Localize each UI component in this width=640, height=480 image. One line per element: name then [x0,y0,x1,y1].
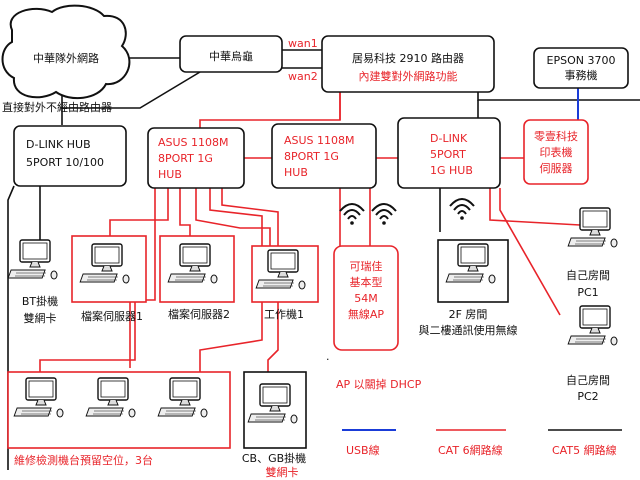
router-note: 內建雙對外網路功能 [359,69,458,83]
wifi-icon [339,203,365,226]
pc-own1-node: 自己房間 PC1 [566,207,618,299]
computer-icon [567,207,618,248]
legend-cat5-label: CAT5 網路線 [552,443,617,457]
line-dlink-pc2 [499,188,561,316]
asus-left-line3: HUB [158,168,182,181]
line-asus-repair2 [39,188,156,372]
ap-line1: 可瑞佳 [350,259,383,273]
pc-own1-line2: PC1 [577,286,598,299]
pc-2f-node: 2F 房間 與二樓通訊使用無線 [419,239,518,337]
dlink-hub-line2: 5PORT 10/100 [26,156,104,169]
asus-left-line1: ASUS 1108M [158,136,229,149]
pc-file2-node: 檔案伺服器2 [159,235,235,321]
epson-line2: 事務機 [565,68,598,82]
asus-center-line1: ASUS 1108M [284,134,355,147]
pc-work-node: 工作機1 [251,245,319,321]
asus-center-hub-node: ASUS 1108M 8PORT 1G HUB [271,123,377,189]
computer-icon [7,239,58,280]
direct-note: 直接對外不經由路由器 [2,100,112,114]
asus-left-line2: 8PORT 1G [158,152,213,165]
pc-bt-node: BT掛機 雙網卡 [7,239,58,325]
cbgb-line2: 雙網卡 [266,465,299,479]
router-node: 居易科技 2910 路由器 內建雙對外網路功能 [321,35,495,93]
wan1-label: wan1 [288,37,318,50]
epson-printer-node: EPSON 3700 事務機 [533,47,629,89]
legend-usb-label: USB線 [346,443,380,457]
dlink-hub-node: D-LINK HUB 5PORT 10/100 [13,125,127,187]
line-asus-file1 [109,188,169,236]
dlink-hub-line1: D-LINK HUB [26,138,91,151]
computer-icon [567,305,618,346]
legend-cat6-label: CAT 6網路線 [438,443,503,457]
ap-note: AP 以關掉 DHCP [336,377,422,391]
dlink5-line2: 5PORT [430,148,466,161]
pc-own2-node: 自己房間 PC2 [566,305,618,403]
pc-own1-line1: 自己房間 [566,269,610,282]
wifi-icon [449,198,475,221]
cbgb-line1: CB、GB掛機 [242,451,306,465]
internet-cloud: 中華隊外網路 [1,4,131,100]
cloud-label: 中華隊外網路 [33,51,99,65]
asus-center-line2: 8PORT 1G [284,150,339,163]
dlink5-line1: D-LINK [430,132,468,145]
pc-own2-line2: PC2 [577,390,598,403]
wan2-label: wan2 [288,70,318,83]
dlink-5port-node: D-LINK 5PORT 1G HUB [397,117,501,189]
pc-bt-line2: 雙網卡 [24,311,57,325]
svg-text:.: . [326,350,330,363]
chunghwa-label: 中華烏龜 [209,49,253,63]
line-router-right [477,92,640,101]
epson-line1: EPSON 3700 [547,54,616,67]
wifi-icon [371,203,397,226]
chunghwa-modem-node: 中華烏龜 [179,35,283,73]
line-asus-file2 [179,188,191,236]
dlink5-line3: 1G HUB [430,164,473,177]
ap-line4: 無線AP [348,307,385,321]
pc-file1-label: 檔案伺服器1 [81,309,143,323]
pc-bt-line1: BT掛機 [22,294,58,308]
line-router-asusleft [199,92,341,128]
pc-own2-line1: 自己房間 [566,374,610,387]
repair-group-node: 維修檢測機台預留空位，3台 [7,371,231,467]
line-dlink-pc1 [489,188,581,226]
pc-2f-line2: 與二樓通訊使用無線 [419,323,518,337]
pc-cbgb-node: CB、GB掛機 雙網卡 [242,371,307,479]
pc-2f-line1: 2F 房間 [449,308,488,321]
print-server-node: 零壹科技 印表機 伺服器 [523,119,589,185]
line-asus-work [195,188,271,246]
asus-left-hub-node: ASUS 1108M 8PORT 1G HUB [147,127,245,189]
router-label: 居易科技 2910 路由器 [352,51,464,65]
pc-file2-label: 檔案伺服器2 [168,307,230,321]
wireless-ap-node: 可瑞佳 基本型 54M 無線AP [333,245,399,351]
pc-file1-node: 檔案伺服器1 [71,235,147,323]
print-server-line3: 伺服器 [540,162,573,175]
ap-line3: 54M [354,292,378,305]
print-server-line1: 零壹科技 [534,129,578,143]
repair-group-label: 維修檢測機台預留空位，3台 [14,453,153,467]
ap-line2: 基本型 [350,275,383,289]
connection-lines [7,49,640,470]
pc-work-label: 工作機1 [264,307,304,321]
asus-center-line3: HUB [284,166,308,179]
print-server-line2: 印表機 [540,145,573,159]
legend: USB線 CAT 6網路線 CAT5 網路線 [342,429,622,457]
line-chunghwa-hub [60,71,201,109]
